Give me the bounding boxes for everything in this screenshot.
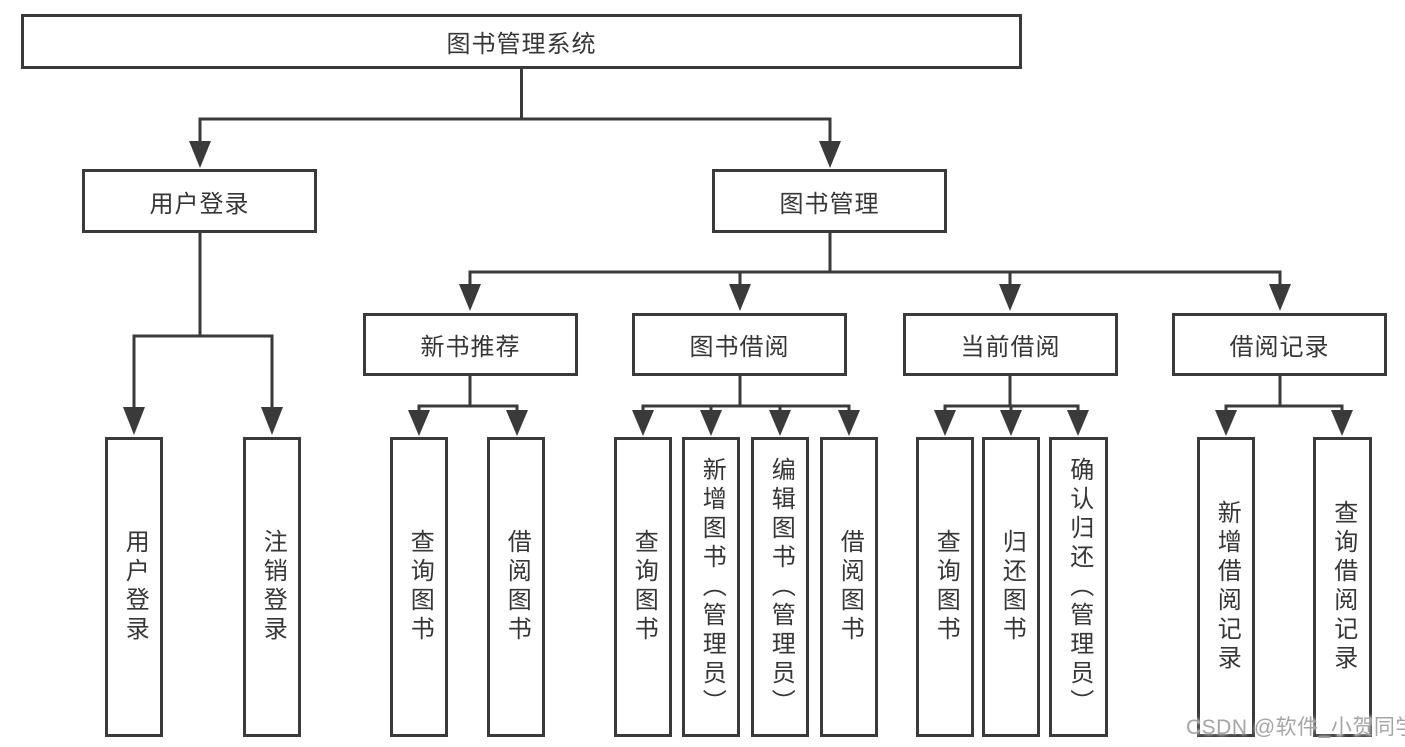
leaf-label: 编辑图书（管理员） bbox=[767, 456, 795, 718]
leaf-label: 确认归还（管理员） bbox=[1065, 456, 1093, 718]
node-label: 当前借阅 bbox=[960, 334, 1061, 361]
connector-book-borrow bbox=[632, 376, 860, 436]
node-label: 借阅记录 bbox=[1229, 334, 1330, 361]
leaf-label: 借阅图书 bbox=[836, 529, 864, 645]
leaf-label: 注销登录 bbox=[259, 529, 287, 645]
node-user-login: 用户登录 bbox=[82, 169, 317, 233]
leaf-label: 查询图书 bbox=[406, 529, 434, 645]
node-label: 用户登录 bbox=[149, 190, 250, 218]
connector-root bbox=[189, 69, 841, 168]
leaf-return-book: 归还图书 bbox=[982, 437, 1040, 737]
csdn-watermark: CSDN @软件_小贺同学 bbox=[1186, 716, 1405, 739]
node-new-book-recommend: 新书推荐 bbox=[363, 313, 578, 376]
connector-current-borrow bbox=[934, 376, 1089, 436]
connector-new-book bbox=[408, 376, 528, 436]
node-library-system: 图书管理系统 bbox=[21, 14, 1022, 69]
leaf-query-borrow-record: 查询借阅记录 bbox=[1313, 437, 1372, 737]
node-label: 图书管理 bbox=[779, 190, 880, 218]
leaf-logout: 注销登录 bbox=[243, 437, 301, 737]
node-label: 新书推荐 bbox=[420, 334, 521, 361]
leaf-add-book-admin: 新增图书（管理员） bbox=[682, 437, 740, 737]
leaf-query-book-2: 查询图书 bbox=[614, 437, 672, 737]
leaf-label: 借阅图书 bbox=[503, 529, 531, 645]
leaf-label: 查询借阅记录 bbox=[1329, 500, 1357, 674]
leaf-borrow-book-1: 借阅图书 bbox=[487, 437, 545, 737]
leaf-query-book-3: 查询图书 bbox=[916, 437, 974, 737]
leaf-confirm-return-admin: 确认归还（管理员） bbox=[1049, 437, 1108, 737]
leaf-add-borrow-record: 新增借阅记录 bbox=[1197, 437, 1255, 737]
node-book-management: 图书管理 bbox=[712, 169, 947, 233]
leaf-label: 用户登录 bbox=[121, 529, 149, 645]
leaf-label: 查询图书 bbox=[932, 529, 960, 645]
node-borrow-records: 借阅记录 bbox=[1172, 313, 1387, 376]
node-label: 图书管理系统 bbox=[446, 31, 597, 58]
node-book-borrow: 图书借阅 bbox=[632, 313, 847, 376]
leaf-borrow-book-2: 借阅图书 bbox=[820, 437, 878, 737]
connector-borrow-records bbox=[1215, 376, 1353, 436]
node-label: 图书借阅 bbox=[689, 334, 790, 361]
node-current-borrow: 当前借阅 bbox=[903, 313, 1118, 376]
leaf-query-book-1: 查询图书 bbox=[390, 437, 448, 737]
leaf-label: 归还图书 bbox=[998, 529, 1026, 645]
connector-book-management bbox=[459, 233, 1291, 311]
leaf-label: 查询图书 bbox=[630, 529, 658, 645]
leaf-label: 新增借阅记录 bbox=[1213, 500, 1241, 674]
leaf-label: 新增图书（管理员） bbox=[698, 456, 726, 718]
connector-user-login bbox=[123, 233, 283, 435]
leaf-edit-book-admin: 编辑图书（管理员） bbox=[751, 437, 809, 737]
leaf-user-login: 用户登录 bbox=[105, 437, 163, 737]
